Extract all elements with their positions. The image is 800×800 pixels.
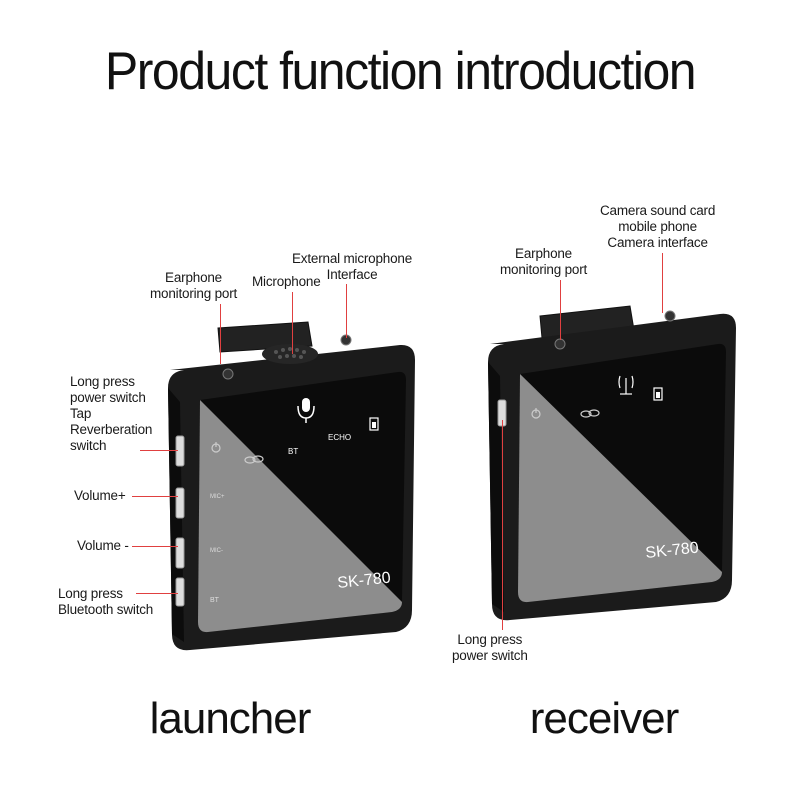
volume-up-button	[175, 487, 185, 519]
receiver-device: SK-780	[488, 305, 736, 621]
receiver-power-icon	[531, 408, 541, 419]
bt-screen-label: BT	[288, 447, 298, 456]
battery-icon	[369, 417, 379, 431]
receiver-link-icon	[580, 409, 600, 418]
label-volume-up: Volume+	[74, 488, 126, 503]
launcher-caption: launcher	[149, 694, 312, 743]
power-icon	[211, 442, 221, 453]
launcher-device: BT ECHO MIC+ MIC- BT SK-780	[168, 321, 415, 651]
mic-minus-mark: MIC-	[210, 548, 223, 554]
echo-screen-label: ECHO	[328, 433, 351, 442]
label-microphone: Microphone	[252, 274, 321, 289]
camera-interface-port	[664, 310, 676, 322]
earphone-port-receiver	[554, 338, 566, 350]
receiver-battery-icon	[653, 387, 663, 401]
mic-icon	[297, 398, 315, 423]
link-icon	[244, 455, 264, 464]
power-reverb-button	[175, 435, 185, 467]
launcher-model: SK-780	[337, 569, 392, 591]
microphone-grill	[262, 344, 318, 364]
earphone-port	[222, 368, 234, 380]
receiver-caption: receiver	[529, 694, 680, 743]
label-volume-down: Volume -	[77, 538, 129, 553]
page-title: Product function introduction	[104, 41, 697, 101]
volume-down-button	[175, 537, 185, 569]
bt-side-mark: BT	[210, 597, 220, 604]
mic-plus-mark: MIC+	[210, 494, 225, 500]
bluetooth-button	[175, 577, 185, 607]
antenna-icon	[618, 375, 634, 395]
receiver-model: SK-780	[645, 539, 700, 561]
